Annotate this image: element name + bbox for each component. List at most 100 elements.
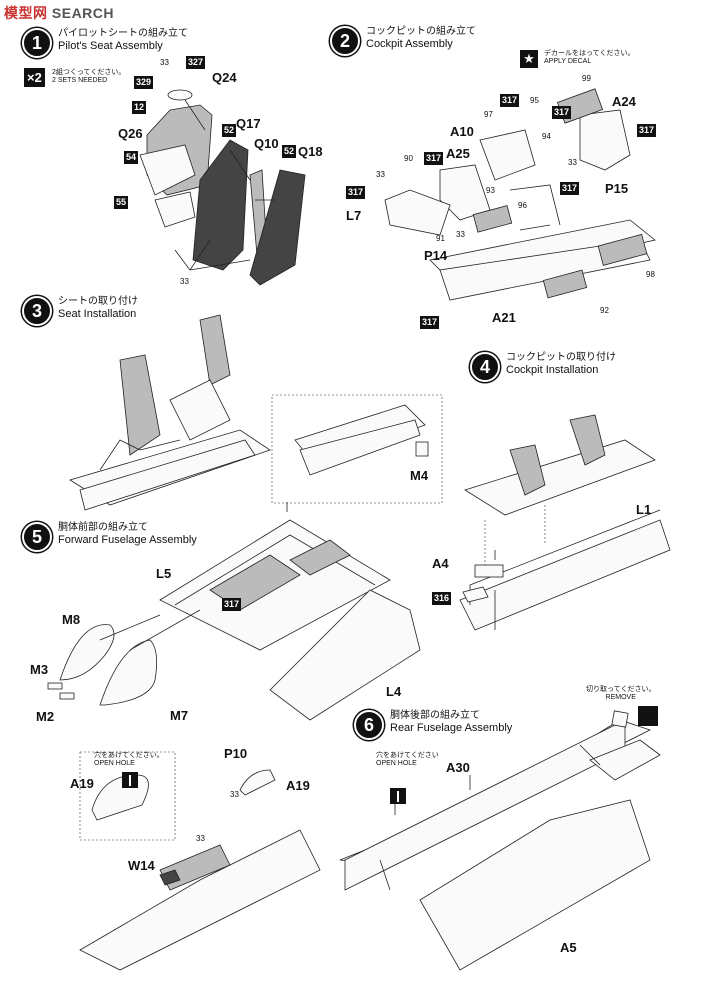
step-2-number: 2	[330, 26, 360, 56]
watermark-text-a: 模型网	[4, 5, 48, 21]
color-code: 33	[160, 58, 169, 67]
decal-number: 96	[518, 201, 527, 210]
part-label: W14	[128, 858, 155, 873]
decal-number: 90	[404, 154, 413, 163]
drill-hole-icon	[122, 772, 138, 788]
step-4-title-en: Cockpit Installation	[506, 363, 599, 376]
color-code: 55	[114, 196, 129, 209]
pilot-seat-drawing	[139, 89, 306, 286]
open-hole-note-1: 穴をあけてください。 OPEN HOLE	[94, 752, 164, 767]
color-code: 12	[132, 101, 147, 114]
remove-note-en: REMOVE	[605, 693, 636, 701]
part-label: M8	[62, 612, 81, 627]
open-hole-note-2-en: OPEN HOLE	[376, 759, 417, 767]
decal-number: 91	[436, 234, 445, 243]
part-label: Q10	[254, 136, 279, 151]
watermark: 模型网 SEARCH	[4, 3, 114, 23]
color-code: 54	[124, 151, 139, 164]
open-hole-note-1-en: OPEN HOLE	[94, 759, 135, 767]
color-code: 317	[424, 152, 444, 165]
part-label: M2	[36, 709, 55, 724]
part-label: A19	[286, 778, 310, 793]
step-5-number: 5	[22, 522, 52, 552]
color-code: 33	[230, 790, 239, 799]
color-code: 33	[376, 170, 385, 179]
two-sets-note-jp: 2組つくってください。	[52, 69, 126, 76]
step-6-title-jp: 胴体後部の組み立て	[390, 710, 480, 721]
color-code: 33	[568, 158, 577, 167]
part-label: L7	[346, 208, 362, 223]
open-hole-note-2-jp: 穴をあけてください	[376, 752, 439, 759]
cockpit-installation-drawing	[271, 394, 671, 631]
part-label: M4	[410, 468, 429, 483]
part-label: L1	[636, 502, 652, 517]
two-sets-badge: ×2	[24, 68, 45, 87]
open-hole-note-2: 穴をあけてください OPEN HOLE	[376, 752, 439, 767]
step-2-title-jp: コックピットの組み立て	[366, 26, 476, 37]
watermark-text-b: SEARCH	[51, 5, 115, 21]
step-1-title-en: Pilot's Seat Assembly	[58, 39, 163, 52]
part-label: A10	[450, 124, 474, 139]
decal-note: デカールをはってください。 APPLY DECAL	[544, 50, 634, 65]
two-sets-note-en: 2 SETS NEEDED	[52, 76, 108, 84]
forward-fuselage-drawing	[47, 502, 421, 721]
part-label: Q17	[236, 116, 261, 131]
part-label: A4	[432, 556, 449, 571]
step-1-number: 1	[22, 28, 52, 58]
part-label: Q18	[298, 144, 323, 159]
decal-number: 93	[486, 186, 495, 195]
color-code: 317	[420, 316, 440, 329]
decal-number: 95	[530, 96, 539, 105]
part-label: M7	[170, 708, 189, 723]
step-3-title-en: Seat Installation	[58, 307, 137, 320]
two-sets-note: 2組つくってください。 2 SETS NEEDED	[52, 69, 125, 84]
step-6-title-en: Rear Fuselage Assembly	[390, 721, 513, 734]
color-code: 317	[560, 182, 580, 195]
part-label: A5	[560, 940, 577, 955]
decal-number: 97	[484, 110, 493, 119]
part-label: P15	[605, 181, 629, 196]
color-code: 327	[186, 56, 206, 69]
drill-hole-icon-2	[390, 788, 406, 804]
part-label: A30	[446, 760, 470, 775]
open-hole-note-1-jp: 穴をあけてください。	[94, 752, 164, 759]
color-code: 316	[432, 592, 452, 605]
part-label: Q24	[212, 70, 237, 85]
color-code: 33	[196, 834, 205, 843]
part-label: A19	[70, 776, 94, 791]
cockpit-tub-drawing	[384, 88, 656, 301]
rear-fuselage-drawing	[79, 710, 661, 971]
decal-number: 92	[600, 306, 609, 315]
decal-note-jp: デカールをはってください。	[544, 50, 635, 57]
color-code: 317	[222, 598, 242, 611]
step-4-title-jp: コックピットの取り付け	[506, 352, 616, 363]
part-label: L5	[156, 566, 172, 581]
color-code: 52	[282, 145, 297, 158]
decal-number: 94	[542, 132, 551, 141]
step-5-title-jp: 胴体前部の組み立て	[58, 522, 148, 533]
step-2-title-en: Cockpit Assembly	[366, 37, 453, 50]
step-3-number: 3	[22, 296, 52, 326]
remove-note: 切り取ってください。 REMOVE	[586, 686, 655, 701]
step-3-title-jp: シートの取り付け	[58, 296, 138, 307]
cut-remove-icon	[638, 706, 658, 726]
part-label: M3	[30, 662, 49, 677]
color-code: 52	[222, 124, 237, 137]
decal-number: 98	[646, 270, 655, 279]
remove-note-jp: 切り取ってください。	[586, 686, 656, 693]
part-label: L4	[386, 684, 402, 699]
color-code: 317	[637, 124, 657, 137]
part-label: Q26	[118, 126, 143, 141]
step-4-number: 4	[470, 352, 500, 382]
part-label: A21	[492, 310, 516, 325]
decal-note-en: APPLY DECAL	[544, 57, 592, 65]
color-code: 317	[500, 94, 520, 107]
color-code: 317	[346, 186, 366, 199]
step-6-number: 6	[354, 710, 384, 740]
